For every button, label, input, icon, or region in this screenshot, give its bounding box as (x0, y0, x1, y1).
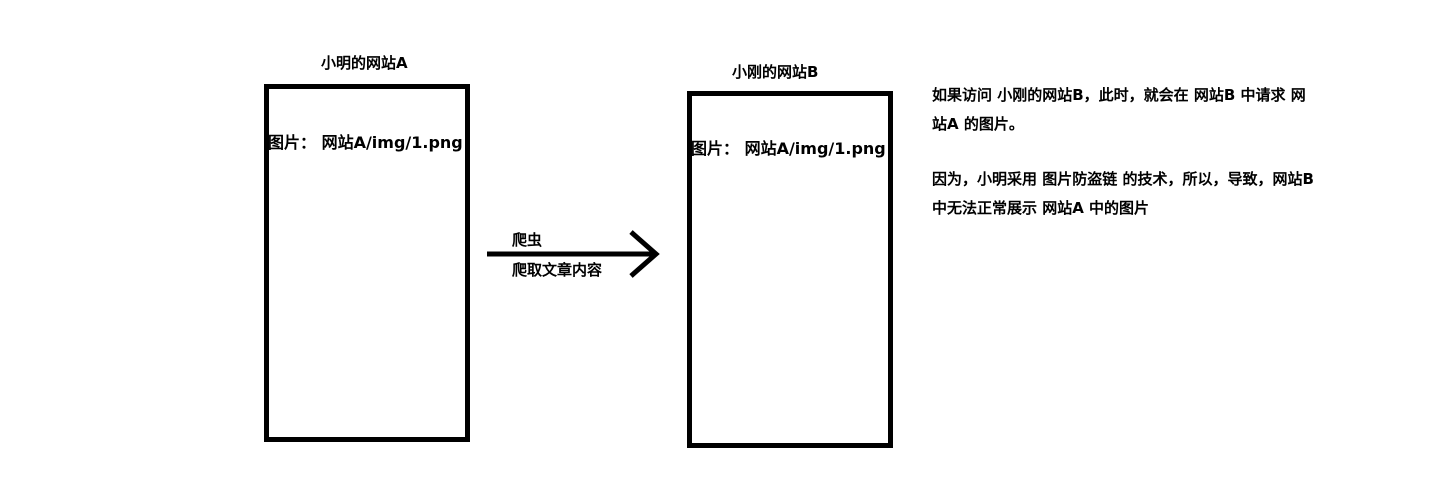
note-para1-line2: 站A 的图片。 (932, 115, 1024, 133)
site-b-image-text: 图片： 网站A/img/1.png (691, 139, 886, 158)
site-a-image-text: 图片： 网站A/img/1.png (268, 133, 463, 152)
site-b-box (687, 91, 893, 448)
right-arrow-icon (487, 230, 660, 278)
arrow-label-crawl-content: 爬取文章内容 (512, 261, 603, 279)
note-para2-line2: 中无法正常展示 网站A 中的图片 (932, 199, 1150, 217)
arrow-label-crawler: 爬虫 (512, 231, 543, 249)
explanation-note: 如果访问 小刚的网站B，此时，就会在 网站B 中请求 网 站A 的图片。 因为，… (932, 81, 1352, 223)
note-spacer (932, 139, 1352, 165)
site-a-title: 小明的网站A (321, 54, 408, 72)
site-a-box (264, 84, 470, 442)
site-b-title: 小刚的网站B (732, 63, 819, 81)
note-para1-line1: 如果访问 小刚的网站B，此时，就会在 网站B 中请求 网 (932, 86, 1306, 104)
note-para2-line1: 因为，小明采用 图片防盗链 的技术，所以，导致，网站B (932, 170, 1314, 188)
